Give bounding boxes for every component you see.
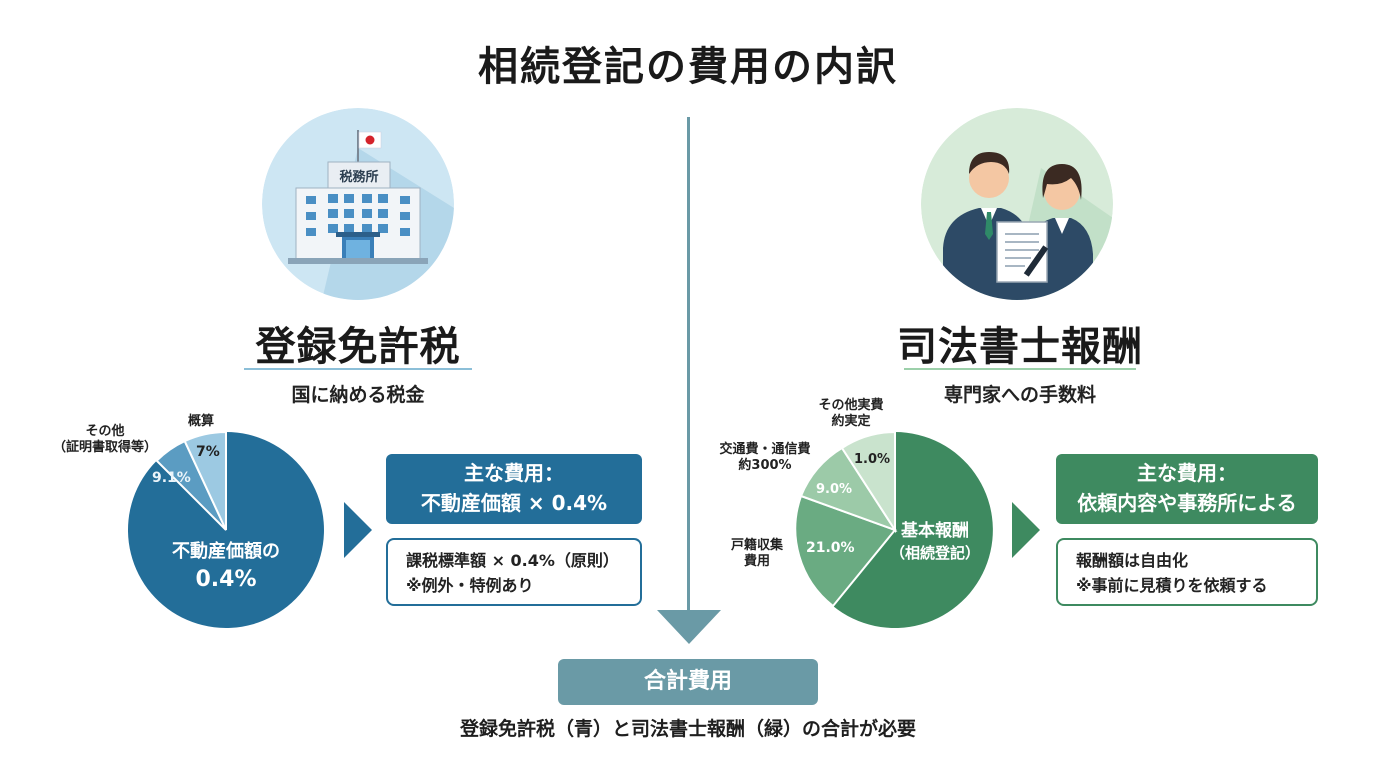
right-pie-chart <box>795 430 993 628</box>
right-main-cost-box: 主な費用： 依頼内容や事務所による <box>1056 454 1318 524</box>
right-pie-main-label: 基本報酬 （相続登記） <box>889 521 980 562</box>
left-arrow <box>344 502 372 558</box>
down-arrow <box>657 610 721 644</box>
left-detail-box: 課税標準額 × 0.4%（原則） ※例外・特例あり <box>386 538 642 606</box>
left-pie-other-pct: 9.1% <box>152 470 191 486</box>
right-pie-other-slice <box>840 430 896 534</box>
center-divider <box>687 117 690 617</box>
right-subheading: 専門家への手数料 <box>943 384 1096 406</box>
right-pie-koseki-name: 戸籍収集 費用 <box>730 538 783 569</box>
right-pie-transport-name: 交通費・通信費 約300% <box>719 442 811 473</box>
right-heading-underline <box>904 368 1136 370</box>
right-pie-koseki-slice <box>795 494 897 608</box>
left-pie-approx-slice <box>183 430 227 531</box>
left-pie-chart <box>127 430 324 628</box>
left-pie-approx-pct: 7% <box>196 444 220 460</box>
left-main-cost-box: 主な費用： 不動産価額 × 0.4% <box>386 454 642 524</box>
left-heading: 登録免許税 <box>255 324 461 370</box>
right-heading: 司法書士報酬 <box>897 324 1143 370</box>
left-pie-main-label: 不動産価額の 0.4% <box>172 541 280 592</box>
building-sign: 税務所 <box>339 169 378 185</box>
right-detail-box: 報酬額は自由化 ※事前に見積りを依頼する <box>1056 538 1318 606</box>
right-pie-main-slice <box>833 432 993 628</box>
page-title: 相続登記の費用の内訳 <box>478 44 898 90</box>
left-pie-other-name: その他 （証明書取得等） <box>52 424 157 455</box>
right-pie-other-name: その他実費 約実定 <box>818 398 884 429</box>
right-pie-other-pct: 1.0% <box>854 452 891 467</box>
right-pie-transport-pct: 9.0% <box>816 482 853 497</box>
professionals-icon <box>921 108 1113 300</box>
left-heading-underline <box>244 368 472 370</box>
right-pie-koseki-pct: 21.0% <box>806 540 855 556</box>
total-cost-note: 登録免許税（青）と司法書士報酬（緑）の合計が必要 <box>459 718 916 740</box>
right-arrow <box>1012 502 1040 558</box>
tax-office-icon: 税務所 <box>262 108 454 300</box>
left-subheading: 国に納める税金 <box>291 384 425 406</box>
total-cost-box: 合計費用 <box>558 659 818 705</box>
left-pie-approx-name: 概算 <box>188 414 215 429</box>
